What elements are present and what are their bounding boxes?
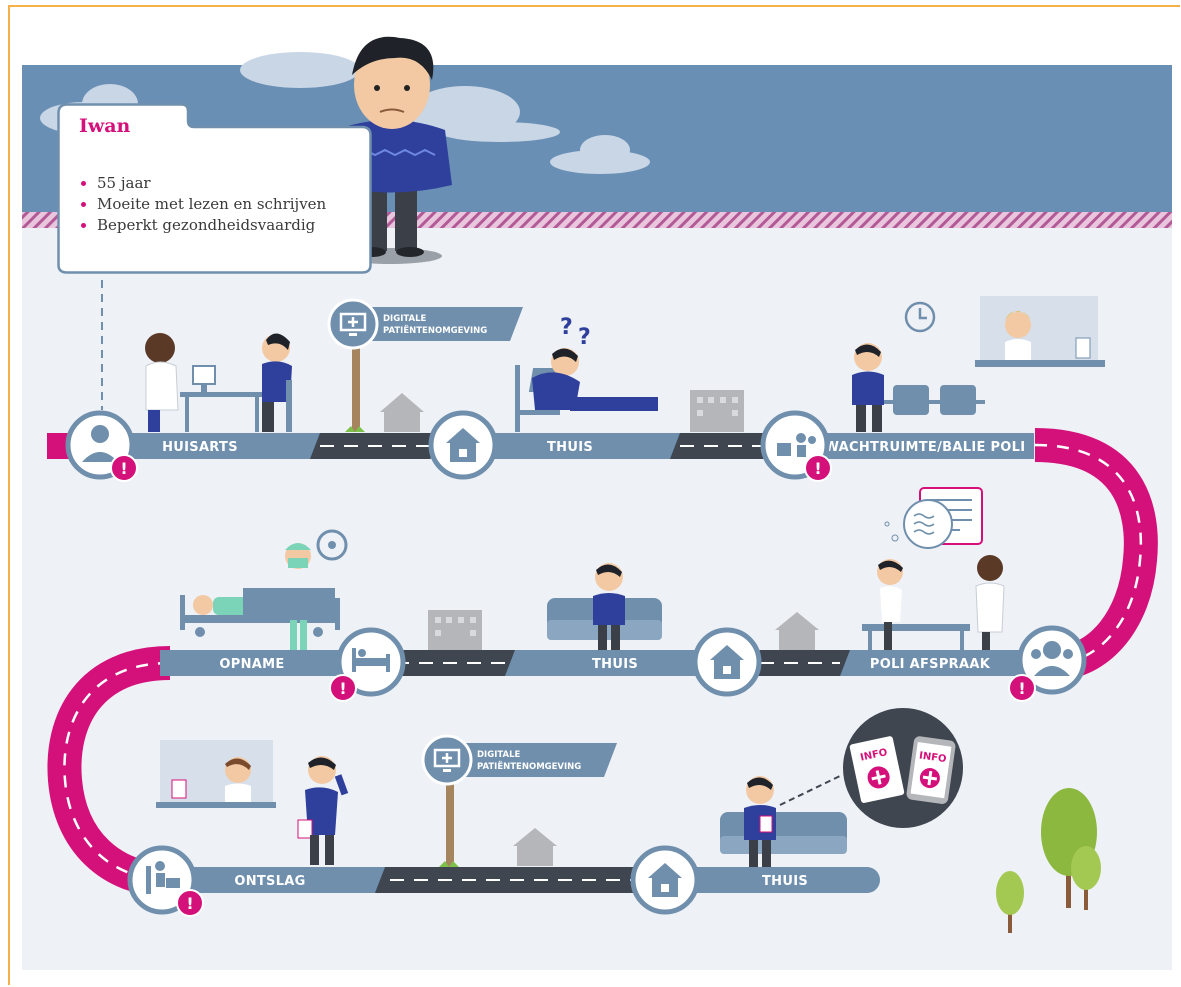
- station-label-poli-afspraak: POLI AFSPRAAK: [870, 657, 991, 672]
- alert-symbol: !: [120, 459, 127, 478]
- alert-icon: !: [110, 454, 138, 482]
- station-label-wachtruimte: WACHTRUIMTE/BALIE POLI: [825, 440, 1026, 455]
- waiting-room-scene: [852, 296, 1105, 432]
- persona-trait: Beperkt gezondheidsvaardig: [79, 215, 326, 236]
- question-mark-icon: ?: [560, 315, 573, 340]
- alert-icon: !: [329, 674, 357, 702]
- confused-at-laptop-scene: ? ?: [515, 315, 658, 432]
- station-label-opname: OPNAME: [219, 657, 284, 672]
- persona-traits: 55 jaar Moeite met lezen en schrijven Be…: [79, 173, 326, 236]
- road: [47, 428, 1158, 897]
- alert-icon: !: [176, 889, 204, 917]
- sign-line-2: PATIËNTENOMGEVING: [477, 761, 581, 772]
- discharge-scene: [156, 740, 349, 865]
- consultation-icon: [1017, 625, 1087, 695]
- digital-patient-environment-sign-2: DIGITALE PATIËNTENOMGEVING: [421, 734, 617, 867]
- sign-line-2: PATIËNTENOMGEVING: [383, 325, 487, 336]
- house-icon: [692, 627, 762, 697]
- alert-symbol: !: [1018, 679, 1025, 698]
- clinic-appointment-scene: [862, 487, 1005, 650]
- persona-trait: Moeite met lezen en schrijven: [79, 194, 326, 215]
- station-label-thuis-1: THUIS: [547, 440, 593, 455]
- persona-name: Iwan: [79, 115, 131, 137]
- infographic-frame: [8, 5, 1180, 985]
- persona-card: Iwan 55 jaar Moeite met lezen en schrijv…: [57, 103, 372, 274]
- alert-symbol: !: [814, 459, 821, 478]
- sign-line-1: DIGITALE: [383, 314, 426, 324]
- alert-icon: !: [1008, 674, 1036, 702]
- info-label: INFO: [918, 750, 947, 765]
- question-mark-icon: ?: [578, 325, 591, 350]
- sign-line-1: DIGITALE: [477, 750, 520, 760]
- tree-shapes: [996, 788, 1101, 933]
- alert-symbol: !: [186, 894, 193, 913]
- station-label-ontslag: ONTSLAG: [234, 874, 305, 889]
- house-icon: [630, 845, 700, 915]
- hospital-bed-icon: [336, 627, 406, 697]
- station-label-thuis-2: THUIS: [592, 657, 638, 672]
- alert-icon: !: [804, 454, 832, 482]
- gp-consultation-scene: [145, 333, 292, 432]
- house-icon: [428, 410, 498, 480]
- alert-symbol: !: [339, 679, 346, 698]
- building-windows: [435, 397, 738, 636]
- digital-patient-environment-sign-1: DIGITALE PATIËNTENOMGEVING: [327, 298, 523, 432]
- station-label-thuis-3: THUIS: [762, 874, 808, 889]
- persona-trait: 55 jaar: [79, 173, 326, 194]
- persona-card-shape: [57, 103, 372, 274]
- home-sofa-scene: [547, 563, 662, 650]
- station-label-huisarts: HUISARTS: [162, 440, 238, 455]
- home-info-scene: INFO INFO: [720, 708, 963, 867]
- hospital-admission-scene: [180, 529, 348, 650]
